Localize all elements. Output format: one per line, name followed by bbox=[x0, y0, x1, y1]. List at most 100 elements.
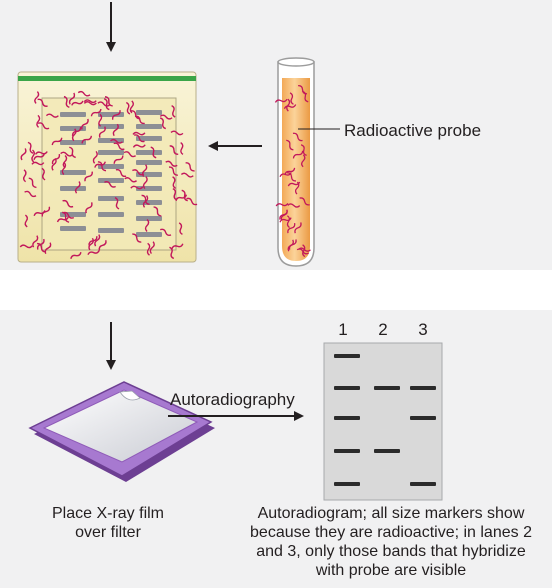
filter-band bbox=[60, 112, 86, 117]
probe-squiggle bbox=[171, 104, 176, 118]
probe-squiggle bbox=[123, 151, 136, 158]
probe-squiggle bbox=[159, 114, 173, 120]
filter-band bbox=[98, 228, 124, 233]
autoradiogram-caption-line: and 3, only those bands that hybridize bbox=[256, 543, 526, 560]
autoradiogram-band bbox=[334, 354, 360, 358]
probe-squiggle bbox=[62, 211, 75, 219]
autoradiogram-band bbox=[334, 482, 360, 486]
probe-squiggle bbox=[180, 142, 184, 155]
probe-squiggle bbox=[112, 123, 119, 137]
probe-squiggle bbox=[98, 126, 106, 138]
probe-squiggle bbox=[292, 132, 303, 142]
probe-squiggle bbox=[69, 146, 76, 159]
probe-squiggle bbox=[275, 202, 289, 207]
probe-squiggle bbox=[160, 228, 172, 237]
probe-squiggle bbox=[185, 162, 195, 172]
probe-squiggle bbox=[134, 115, 145, 125]
probe-squiggle bbox=[104, 96, 113, 107]
probe-squiggle bbox=[294, 181, 300, 195]
probe-squiggle bbox=[41, 206, 51, 217]
probe-squiggle bbox=[36, 114, 41, 128]
probe-squiggle bbox=[144, 218, 150, 232]
filter-band bbox=[60, 170, 86, 175]
probe-squiggle bbox=[110, 138, 123, 144]
probe-squiggle bbox=[92, 150, 98, 164]
probe-squiggle bbox=[63, 95, 70, 108]
probe-squiggle bbox=[178, 222, 183, 235]
autoradiogram-band bbox=[410, 386, 436, 390]
probe-squiggle bbox=[302, 244, 306, 258]
filter-band bbox=[136, 232, 162, 237]
probe-squiggle bbox=[68, 92, 76, 105]
autoradiogram-band bbox=[374, 449, 400, 453]
probe-squiggle bbox=[31, 161, 45, 166]
probe-squiggle bbox=[22, 169, 27, 183]
probe-squiggle bbox=[97, 101, 111, 107]
probe-squiggle bbox=[142, 176, 148, 189]
probe-squiggle bbox=[170, 130, 184, 136]
film-caption-line: over filter bbox=[75, 524, 141, 541]
probe-squiggle bbox=[24, 190, 37, 198]
probe-squiggle bbox=[286, 139, 294, 151]
probe-squiggle bbox=[83, 99, 97, 104]
autoradiogram-caption-line: with probe are visible bbox=[315, 562, 467, 579]
probe-squiggle bbox=[94, 234, 101, 247]
probe-squiggle bbox=[131, 110, 141, 120]
lane-label-2: 2 bbox=[378, 320, 388, 339]
probe-squiggle bbox=[124, 177, 137, 183]
probe-squiggle bbox=[113, 155, 124, 164]
probe-squiggle bbox=[77, 90, 91, 97]
probe-squiggle bbox=[94, 161, 106, 168]
filter-band bbox=[98, 150, 124, 155]
probe-squiggle bbox=[62, 155, 68, 169]
probe-squiggle bbox=[134, 134, 145, 143]
probe-squiggle bbox=[97, 161, 107, 172]
probe-squiggle bbox=[169, 246, 175, 260]
probe-squiggle bbox=[175, 194, 188, 202]
probe-squiggle bbox=[62, 199, 74, 208]
filter-band bbox=[60, 140, 86, 145]
probe-squiggle bbox=[132, 131, 146, 136]
probe-squiggle bbox=[36, 238, 45, 250]
autoradiogram-caption-line: because they are radioactive; in lanes 2 bbox=[250, 524, 532, 541]
filter-band bbox=[98, 178, 124, 183]
probe-squiggle bbox=[71, 100, 84, 106]
probe-squiggle bbox=[287, 172, 296, 182]
probe-squiggle bbox=[186, 197, 198, 206]
probe-squiggle bbox=[45, 113, 59, 118]
probe-squiggle bbox=[98, 113, 103, 127]
probe-squiggle bbox=[288, 239, 297, 250]
probe-squiggle bbox=[33, 210, 46, 217]
probe-squiggle bbox=[159, 117, 167, 130]
probe-squiggle bbox=[301, 154, 306, 168]
probe-squiggle bbox=[83, 101, 97, 106]
autoradiogram-band bbox=[410, 416, 436, 420]
autoradiography-label: Autoradiography bbox=[170, 390, 295, 409]
probe-squiggle bbox=[168, 166, 178, 176]
probe-squiggle bbox=[32, 235, 39, 248]
probe-label: Radioactive probe bbox=[344, 121, 482, 140]
probe-squiggle bbox=[84, 171, 93, 182]
probe-squiggle bbox=[172, 188, 178, 201]
probe-squiggle bbox=[51, 137, 63, 146]
autoradiogram bbox=[323, 342, 443, 501]
probe-squiggle bbox=[71, 128, 77, 142]
autoradiogram-band bbox=[334, 449, 360, 453]
filter-band bbox=[60, 186, 86, 191]
autoradiogram-caption-line: Autoradiogram; all size markers show bbox=[257, 505, 525, 522]
probe-squiggle bbox=[27, 141, 34, 154]
probe-squiggle bbox=[74, 181, 81, 194]
probe-squiggle bbox=[292, 150, 304, 159]
probe-squiggle bbox=[280, 209, 288, 221]
filter-band bbox=[136, 124, 162, 129]
probe-squiggle bbox=[60, 151, 73, 157]
probe-squiggle bbox=[61, 161, 67, 175]
probe-squiggle bbox=[98, 240, 107, 251]
filter-band bbox=[98, 196, 124, 201]
filter-band bbox=[136, 136, 162, 141]
probe-squiggle bbox=[24, 214, 29, 228]
probe-squiggle bbox=[289, 92, 294, 105]
probe-squiggle bbox=[111, 110, 121, 120]
probe-squiggle bbox=[284, 167, 296, 176]
